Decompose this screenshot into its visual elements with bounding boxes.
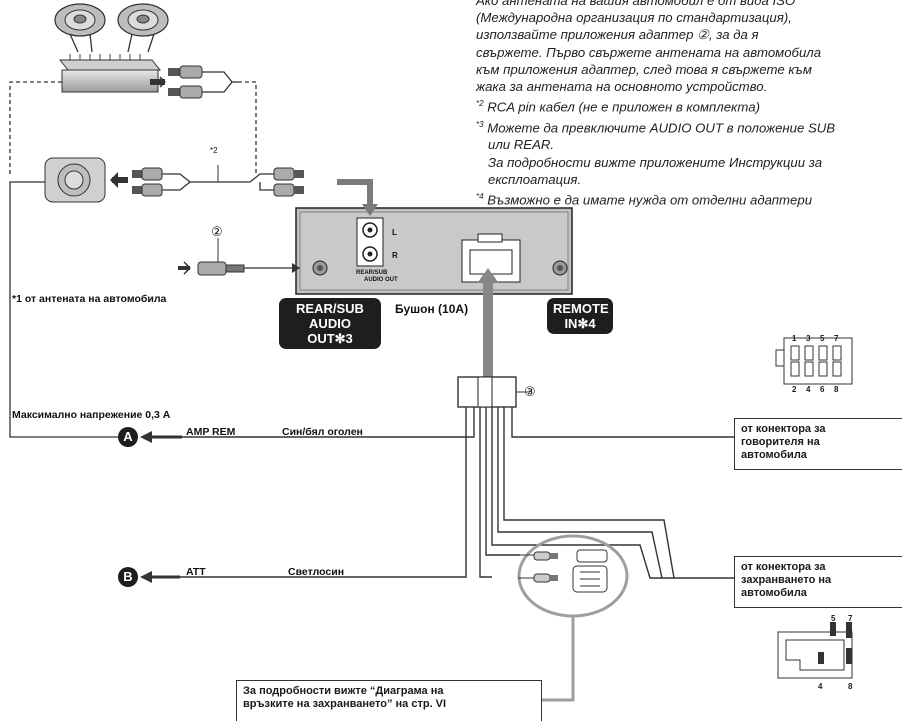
max-current-label: Максимално напрежение 0,3 А bbox=[12, 409, 171, 421]
fuse-label: Бушон (10A) bbox=[395, 302, 469, 316]
att-label: ATT bbox=[186, 566, 206, 578]
pin-label: 4 bbox=[818, 682, 823, 691]
rear-sub-badge: REAR/SUB AUDIO OUT✻3 bbox=[279, 298, 381, 349]
subwoofer-icon bbox=[44, 157, 106, 203]
footnote-mark: *3 bbox=[476, 119, 484, 129]
pin-connector-top bbox=[775, 337, 853, 385]
footnotes: Ако антената на вашия автомобил е от вид… bbox=[476, 0, 896, 209]
ref3-label: ③ bbox=[524, 384, 536, 399]
footnote-mark: *4 bbox=[476, 192, 484, 202]
pin-label: 7 bbox=[848, 614, 853, 623]
head-unit-rear-panel bbox=[295, 207, 573, 295]
speaker-icon bbox=[54, 3, 169, 53]
note-line: жака за антената на основното устройство… bbox=[476, 79, 768, 95]
speaker-connector-box: от конектора за говорителя на автомобила bbox=[734, 418, 902, 470]
footnote-3: Можете да превключите AUDIO OUT в положе… bbox=[487, 120, 836, 136]
antenna-label: *1 от антената на автомобила bbox=[12, 293, 167, 305]
note-line: Ако антената на вашия автомобил е от вид… bbox=[476, 0, 796, 8]
power-detail-box: За подробности вижте “Диаграма на връзки… bbox=[236, 680, 542, 721]
amplifier-icon bbox=[58, 54, 162, 93]
note-line: свържете. Първо свържете антената на авт… bbox=[476, 44, 822, 60]
box-line: автомобила bbox=[741, 449, 807, 461]
harness-wires bbox=[180, 407, 734, 579]
badge-line: IN✻4 bbox=[564, 316, 596, 331]
box-line: автомобила bbox=[741, 587, 807, 599]
amp-remote-dashed-line bbox=[9, 81, 257, 175]
pin-label: 6 bbox=[820, 385, 825, 394]
pin-label: 5 bbox=[831, 614, 836, 623]
footnote-2: RCA pin кабел (не е приложен в комплекта… bbox=[487, 99, 760, 115]
iso-harness-connector bbox=[457, 376, 530, 408]
pin-label: 4 bbox=[806, 385, 811, 394]
unit-r-label: R bbox=[392, 251, 398, 260]
rca-plugs-amplifier bbox=[150, 65, 238, 99]
unit-audioout-label: AUDIO OUT bbox=[364, 277, 398, 283]
box-line: захранването на bbox=[741, 574, 832, 586]
pin-label: 2 bbox=[792, 385, 797, 394]
ref2-label: ② bbox=[211, 224, 223, 239]
antenna-adapter bbox=[178, 238, 300, 276]
pin-label: 3 bbox=[806, 334, 811, 343]
pin-label: 8 bbox=[848, 682, 853, 691]
power-connector-box: от конектора за захранването на автомоби… bbox=[734, 556, 902, 608]
star2-label: *2 bbox=[210, 146, 218, 155]
rca-cable bbox=[132, 165, 304, 197]
box-line: от конектора за bbox=[741, 423, 826, 435]
note-line: използвайте приложения адаптер ②, за да … bbox=[476, 27, 759, 43]
badge-line: AUDIO OUT✻3 bbox=[307, 316, 353, 346]
amp-rem-label: AMP REM bbox=[186, 426, 236, 438]
marker-a: A bbox=[118, 427, 138, 447]
power-plugs bbox=[518, 549, 608, 593]
box-line: от конектора за bbox=[741, 561, 826, 573]
footnote-3-cont: или REAR. bbox=[488, 137, 555, 153]
wire-amp-label: Син/бял оголен bbox=[282, 426, 363, 438]
note-line: към приложения адаптер, след това я свър… bbox=[476, 61, 812, 77]
footnote-4: Възможно е да имате нужда от отделни ада… bbox=[487, 192, 813, 208]
box-line: връзките на захранването” на стр. VI bbox=[243, 698, 447, 710]
pin-label: 7 bbox=[834, 334, 839, 343]
marker-b: B bbox=[118, 567, 138, 587]
badge-line: REMOTE bbox=[553, 301, 609, 316]
badge-line: REAR/SUB bbox=[296, 301, 364, 316]
pin-connector-bottom bbox=[777, 622, 853, 679]
footnote-3-cont: За подробности вижте приложените Инструк… bbox=[488, 154, 823, 170]
footnote-mark: *2 bbox=[476, 99, 484, 109]
note-line: (Международна организация по стандартиза… bbox=[476, 10, 792, 26]
unit-rearsub-label: REAR/SUB bbox=[356, 270, 388, 276]
pin-label: 5 bbox=[820, 334, 825, 343]
wire-att-label: Светлосин bbox=[288, 566, 345, 578]
pin-label: 8 bbox=[834, 385, 839, 394]
footnote-3-cont: експлоатация. bbox=[488, 171, 582, 187]
box-line: говорителя на bbox=[741, 436, 820, 448]
unit-l-label: L bbox=[392, 228, 397, 237]
pin-label: 1 bbox=[792, 334, 797, 343]
box-line: За подробности вижте “Диаграма на bbox=[243, 685, 444, 697]
remote-badge: REMOTE IN✻4 bbox=[547, 298, 613, 334]
